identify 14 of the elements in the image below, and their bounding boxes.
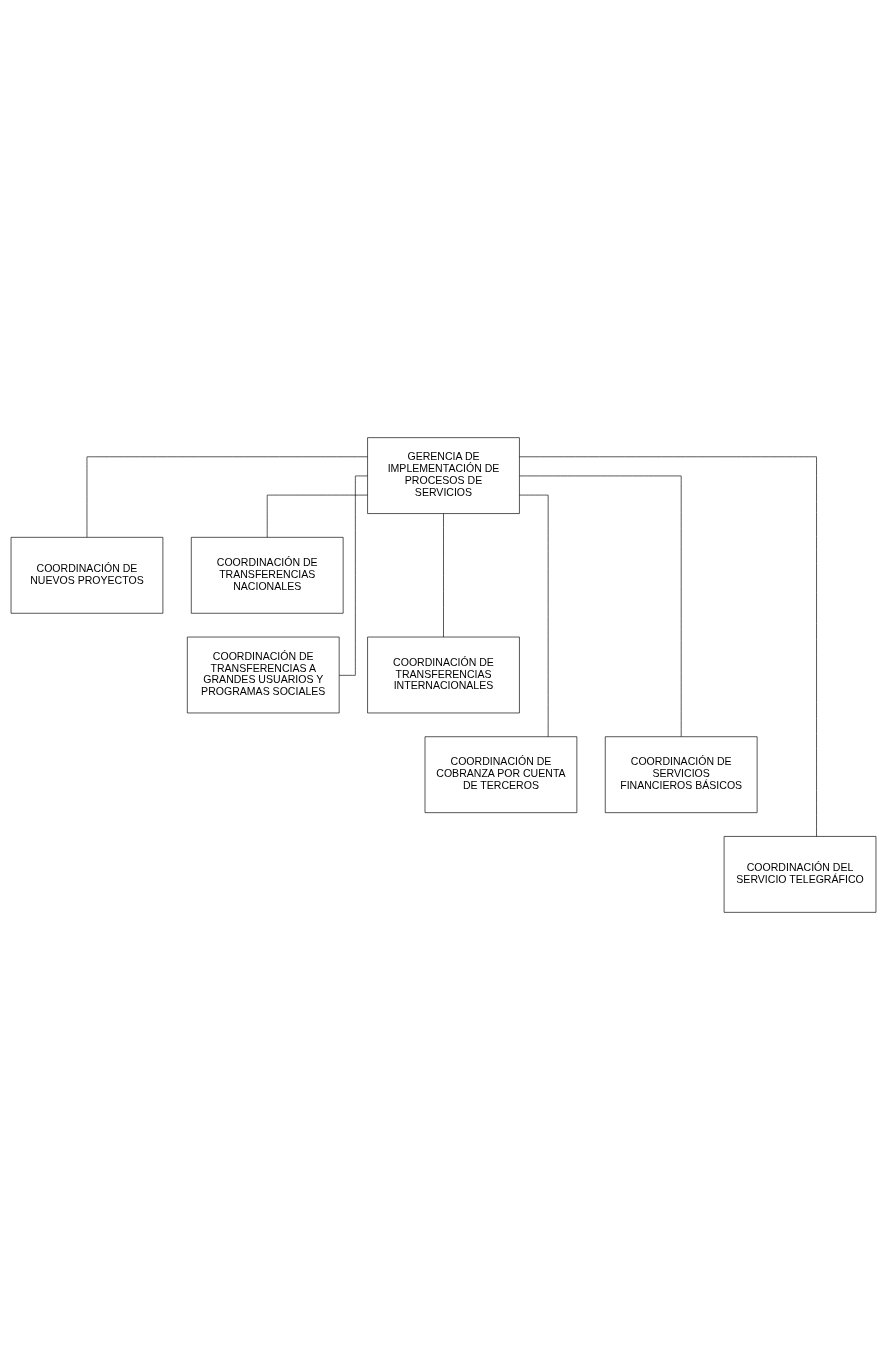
- node-box: GERENCIA DE IMPLEMENTACIÓN DE PROCESOS DE SERVICIOS: [367, 437, 520, 514]
- node-box: COORDINACIÓN DE SERVICIOS FINANCIEROS BÁSICOS: [604, 736, 758, 813]
- node-box: COORDINACIÓN DE TRANSFERENCIAS NACIONALES: [190, 537, 344, 614]
- node-box: COORDINACIÓN DE COBRANZA POR CUENTA DE TERCEROS: [424, 736, 578, 813]
- connector: [519, 456, 817, 837]
- connector: [266, 494, 368, 538]
- node-box: COORDINACIÓN DEL SERVICIO TELEGRÁFICO: [723, 836, 877, 913]
- connector: [519, 494, 549, 738]
- connector: [443, 513, 444, 638]
- connector: [86, 456, 368, 538]
- node-box: COORDINACIÓN DE NUEVOS PROYECTOS: [10, 537, 164, 614]
- connector: [519, 475, 682, 737]
- node-box: COORDINACIÓN DE TRANSFERENCIAS A GRANDES USUARIOS Y PROGRAMAS SOCIALES: [187, 636, 340, 714]
- node-box: COORDINACIÓN DE TRANSFERENCIAS INTERNACIONALES: [367, 636, 520, 714]
